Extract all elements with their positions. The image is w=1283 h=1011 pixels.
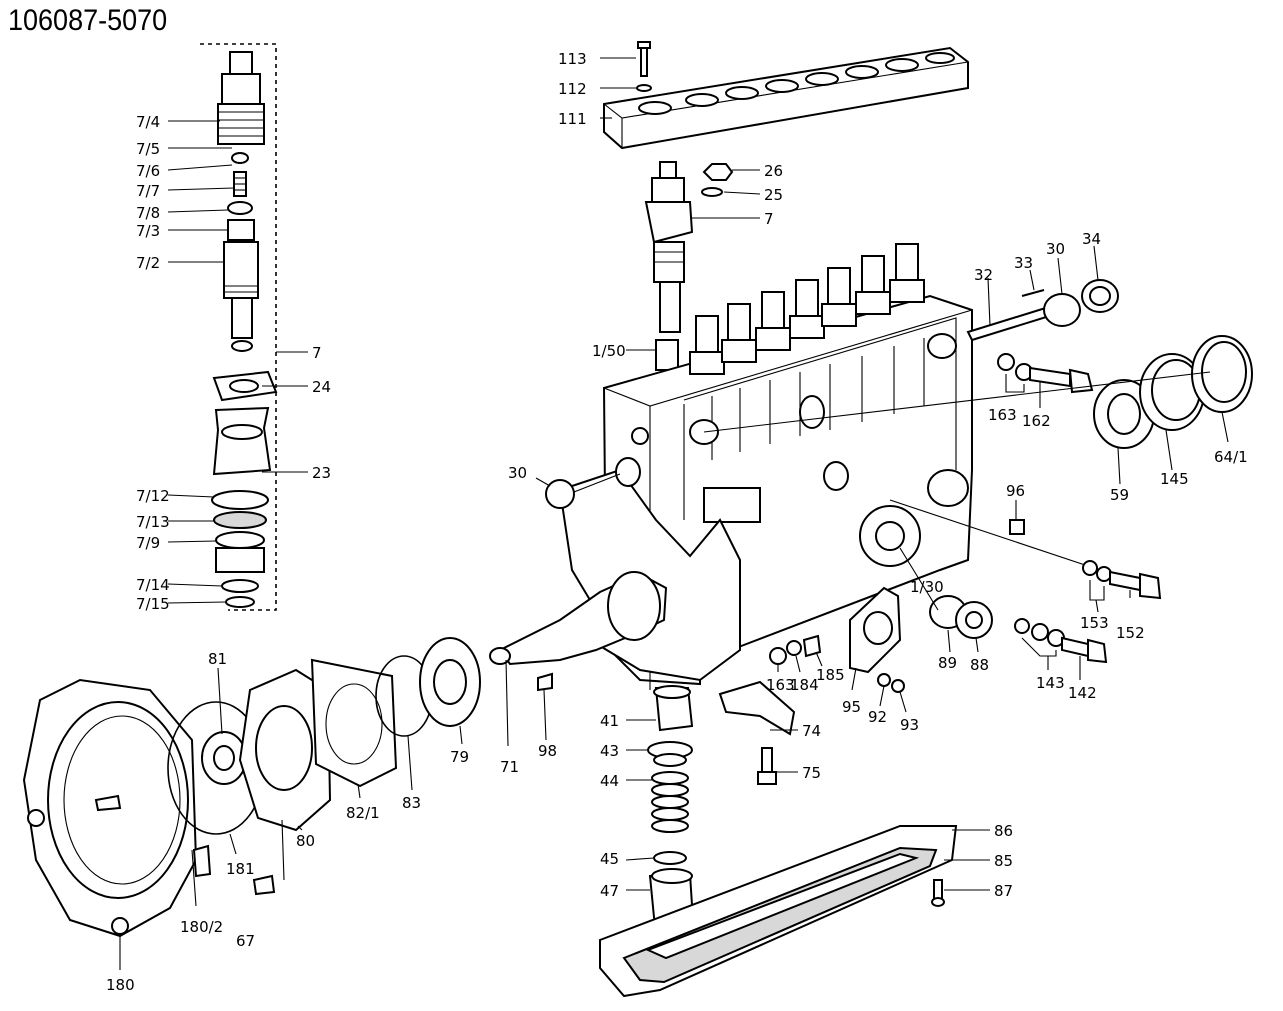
label-184: 184 bbox=[790, 676, 819, 694]
label-98: 98 bbox=[538, 742, 557, 760]
label-89: 89 bbox=[938, 654, 957, 672]
label-87: 87 bbox=[994, 882, 1013, 900]
label-1-30: 1/30 bbox=[910, 578, 944, 596]
label-43: 43 bbox=[600, 742, 619, 760]
label-92: 92 bbox=[868, 708, 887, 726]
label-96: 96 bbox=[1006, 482, 1025, 500]
label-7-3: 7/3 bbox=[136, 222, 160, 240]
label-79: 79 bbox=[450, 748, 469, 766]
label-111: 111 bbox=[558, 110, 587, 128]
label-142: 142 bbox=[1068, 684, 1097, 702]
label-34: 34 bbox=[1082, 230, 1101, 248]
label-7-4: 7/4 bbox=[136, 113, 160, 131]
label-86: 86 bbox=[994, 822, 1013, 840]
label-1-50: 1/50 bbox=[592, 342, 626, 360]
lower-small-parts bbox=[769, 586, 907, 713]
label-59: 59 bbox=[1110, 486, 1129, 504]
label-162: 162 bbox=[1022, 412, 1051, 430]
label-85: 85 bbox=[994, 852, 1013, 870]
label-7: 7 bbox=[764, 210, 774, 228]
right-shaft-parts bbox=[703, 245, 1253, 485]
label-75: 75 bbox=[802, 764, 821, 782]
label-112: 112 bbox=[558, 80, 587, 98]
label-7-2: 7/2 bbox=[136, 254, 160, 272]
label-30-left: 30 bbox=[508, 464, 527, 482]
label-33: 33 bbox=[1014, 254, 1033, 272]
label-32: 32 bbox=[974, 266, 993, 284]
label-30-top: 30 bbox=[1046, 240, 1065, 258]
delivery-valve-holder-7 bbox=[626, 161, 761, 371]
label-64-1: 64/1 bbox=[1214, 448, 1248, 466]
label-25: 25 bbox=[764, 186, 783, 204]
label-7-group: 7 bbox=[312, 344, 322, 362]
label-83: 83 bbox=[402, 794, 421, 812]
label-24: 24 bbox=[312, 378, 331, 396]
label-7-5: 7/5 bbox=[136, 140, 160, 158]
label-163-top: 163 bbox=[988, 406, 1017, 424]
label-45: 45 bbox=[600, 850, 619, 868]
label-74: 74 bbox=[802, 722, 821, 740]
cover-plate-111 bbox=[600, 41, 969, 150]
label-88: 88 bbox=[970, 656, 989, 674]
label-180: 180 bbox=[106, 976, 135, 994]
label-152: 152 bbox=[1116, 624, 1145, 642]
label-145: 145 bbox=[1160, 470, 1189, 488]
label-80: 80 bbox=[296, 832, 315, 850]
label-7-12: 7/12 bbox=[136, 487, 170, 505]
label-163-bottom: 163 bbox=[766, 676, 795, 694]
label-143: 143 bbox=[1036, 674, 1065, 692]
bottom-cover bbox=[599, 825, 990, 998]
label-7-6: 7/6 bbox=[136, 162, 160, 180]
part-labels: 7/4 7/5 7/6 7/7 7/8 7/3 7/2 7 24 23 7/12… bbox=[106, 50, 1248, 994]
label-7-15: 7/15 bbox=[136, 595, 170, 613]
label-7-14: 7/14 bbox=[136, 576, 170, 594]
label-180-2: 180/2 bbox=[180, 918, 223, 936]
pump-housing bbox=[489, 243, 973, 690]
label-81: 81 bbox=[208, 650, 227, 668]
label-95: 95 bbox=[842, 698, 861, 716]
label-82-1: 82/1 bbox=[346, 804, 380, 822]
drive-end-parts bbox=[22, 637, 553, 970]
label-71: 71 bbox=[500, 758, 519, 776]
label-7-8: 7/8 bbox=[136, 204, 160, 222]
label-185: 185 bbox=[816, 666, 845, 684]
label-23: 23 bbox=[312, 464, 331, 482]
label-181: 181 bbox=[226, 860, 255, 878]
label-7-7: 7/7 bbox=[136, 182, 160, 200]
label-44: 44 bbox=[600, 772, 619, 790]
label-67: 67 bbox=[236, 932, 255, 950]
right-lower-bolts bbox=[889, 499, 1162, 680]
label-7-9: 7/9 bbox=[136, 534, 160, 552]
label-26: 26 bbox=[764, 162, 783, 180]
injector-assembly-group bbox=[167, 43, 308, 611]
left-part-30 bbox=[535, 473, 621, 509]
label-41: 41 bbox=[600, 712, 619, 730]
diagram-number: 106087-5070 bbox=[8, 4, 168, 37]
label-7-13: 7/13 bbox=[136, 513, 170, 531]
label-47: 47 bbox=[600, 882, 619, 900]
label-153: 153 bbox=[1080, 614, 1109, 632]
label-113: 113 bbox=[558, 50, 587, 68]
label-93: 93 bbox=[900, 716, 919, 734]
